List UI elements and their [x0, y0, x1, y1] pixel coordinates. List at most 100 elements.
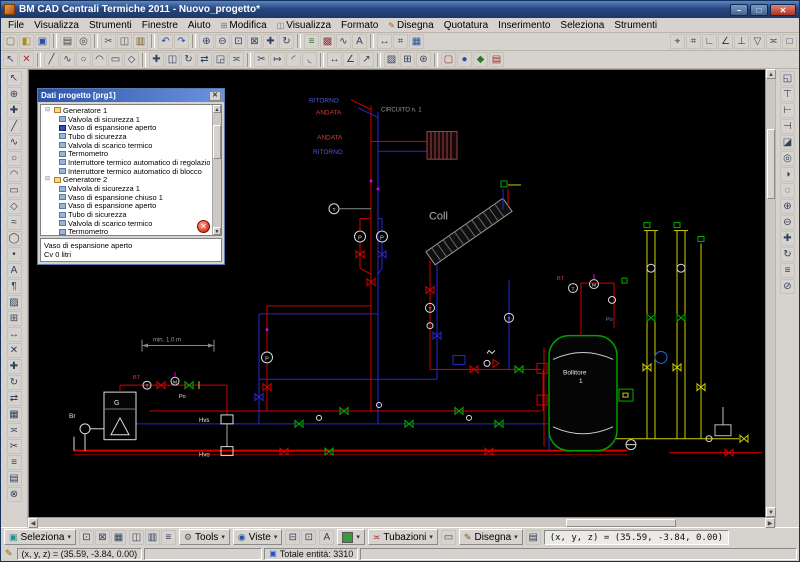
mirror-icon[interactable]: ⇄ — [7, 391, 22, 406]
tree-expander-icon[interactable]: ⊟ — [45, 107, 52, 114]
move-icon[interactable]: ✚ — [149, 52, 164, 67]
scroll-up-icon[interactable]: ▲ — [213, 105, 221, 113]
line-icon[interactable]: ╱ — [7, 119, 22, 134]
distance-icon[interactable]: ↔ — [377, 34, 392, 49]
viste-dropdown[interactable]: ◉Viste▾ — [233, 529, 282, 545]
zoom-window-icon[interactable]: ⊡ — [301, 530, 316, 545]
select-window-icon[interactable]: ⊡ — [79, 530, 94, 545]
menu-strumenti[interactable]: Strumenti — [84, 18, 137, 32]
tubazioni-dropdown[interactable]: ≍Tubazioni▾ — [368, 529, 438, 545]
dynamic-input-icon[interactable]: ▽ — [750, 34, 765, 49]
menu-aiuto[interactable]: Aiuto — [183, 18, 216, 32]
scale-icon[interactable]: ◲ — [213, 52, 228, 67]
tank-instruments[interactable] — [569, 274, 628, 303]
tree-item[interactable]: Tubo di sicurezza — [43, 132, 210, 141]
wireframe-icon[interactable]: ◌ — [780, 183, 795, 198]
polygon-icon[interactable]: ◇ — [124, 52, 139, 67]
copy-icon[interactable]: ◫ — [117, 34, 132, 49]
project-data-palette[interactable]: Dati progetto [prg1] ✕ ⊟Generatore 1Valv… — [37, 88, 225, 265]
zoom-icon[interactable]: ⊕ — [7, 87, 22, 102]
menu-finestre[interactable]: Finestre — [137, 18, 183, 32]
iso-view-icon[interactable]: ◪ — [780, 135, 795, 150]
top-view-icon[interactable]: ⊤ — [780, 87, 795, 102]
lineweight-icon[interactable]: ≍ — [766, 34, 781, 49]
save-file-icon[interactable]: ▣ — [35, 34, 50, 49]
trim-icon[interactable]: ✂ — [254, 52, 269, 67]
maximize-button[interactable]: □ — [750, 4, 768, 16]
radiator-symbol[interactable] — [427, 131, 457, 159]
layers-icon[interactable]: ▤ — [7, 471, 22, 486]
hatch-icon[interactable]: ▨ — [384, 52, 399, 67]
scroll-down-icon[interactable]: ▼ — [213, 227, 221, 235]
radiator-symbol-icon[interactable]: ▤ — [489, 52, 504, 67]
main-pipes[interactable] — [74, 369, 762, 454]
title-bar[interactable]: BM CAD Centrali Termiche 2011 - Nuovo_pr… — [1, 1, 799, 18]
explode-icon[interactable]: ⊛ — [416, 52, 431, 67]
active-layer-color-dropdown[interactable]: ▾ — [337, 529, 365, 545]
new-file-icon[interactable]: ▢ — [3, 34, 18, 49]
tree-item[interactable]: Termometro — [43, 149, 210, 158]
offset-icon[interactable]: ≍ — [7, 423, 22, 438]
zoom-in-icon[interactable]: ⊕ — [780, 199, 795, 214]
zoom-out-icon[interactable]: ⊖ — [215, 34, 230, 49]
component-tree[interactable]: ⊟Generatore 1Valvola di sicurezza 1Vaso … — [40, 104, 222, 236]
boiler-group[interactable] — [80, 340, 233, 456]
insert-block-icon[interactable]: ⊞ — [400, 52, 415, 67]
named-views-icon[interactable]: ◱ — [780, 71, 795, 86]
extend-icon[interactable]: ↦ — [270, 52, 285, 67]
menu-inserimento[interactable]: Inserimento — [493, 18, 555, 32]
menu-file[interactable]: File — [3, 18, 29, 32]
front-view-icon[interactable]: ⊢ — [780, 103, 795, 118]
pump-group[interactable] — [329, 204, 388, 286]
tree-item[interactable]: Interruttore termico automatico di regol… — [43, 158, 210, 167]
close-button[interactable]: ✕ — [770, 4, 796, 16]
tree-item[interactable]: Valvola di sicurezza 1 — [43, 115, 210, 124]
tree-item[interactable]: Tubo di sicurezza — [43, 210, 210, 219]
arc-icon[interactable]: ◠ — [92, 52, 107, 67]
copy-object-icon[interactable]: ◫ — [165, 52, 180, 67]
schematic-icon[interactable]: ▤ — [526, 530, 541, 545]
valve-symbol-icon[interactable]: ◆ — [473, 52, 488, 67]
scroll-left-icon[interactable]: ◀ — [28, 518, 38, 528]
paste-icon[interactable]: ▥ — [145, 530, 160, 545]
undo-icon[interactable]: ↶ — [158, 34, 173, 49]
print-icon[interactable]: ▤ — [60, 34, 75, 49]
leader-icon[interactable]: ↗ — [359, 52, 374, 67]
copy-icon[interactable]: ◫ — [129, 530, 144, 545]
layers-icon[interactable]: ≡ — [304, 34, 319, 49]
circle-icon[interactable]: ○ — [76, 52, 91, 67]
grid-icon[interactable]: ⌗ — [686, 34, 701, 49]
vertical-scroll-thumb[interactable] — [767, 129, 775, 199]
mtext-icon[interactable]: ¶ — [7, 279, 22, 294]
cut-icon[interactable]: ✂ — [101, 34, 116, 49]
select-pointer-icon[interactable]: ↖ — [7, 71, 22, 86]
menu-visualizza[interactable]: Visualizza — [29, 18, 84, 32]
options-icon[interactable]: ⊘ — [780, 279, 795, 294]
tree-item[interactable]: Termometro — [43, 228, 210, 236]
rotate-icon[interactable]: ↻ — [7, 375, 22, 390]
palette-title-bar[interactable]: Dati progetto [prg1] ✕ — [38, 89, 224, 102]
block-icon[interactable]: ⊞ — [7, 311, 22, 326]
erase-icon[interactable]: ✕ — [19, 52, 34, 67]
erase-icon[interactable]: ✕ — [7, 343, 22, 358]
pipe-segment-icon[interactable]: ▭ — [441, 530, 456, 545]
minimize-button[interactable]: – — [730, 4, 748, 16]
offset-icon[interactable]: ≍ — [229, 52, 244, 67]
ortho-icon[interactable]: ∟ — [702, 34, 717, 49]
zoom-previous-icon[interactable]: ⊟ — [285, 530, 300, 545]
vertical-scrollbar[interactable]: ▲ ▼ — [765, 69, 775, 517]
side-view-icon[interactable]: ⊣ — [780, 119, 795, 134]
zoom-window-icon[interactable]: ⊡ — [231, 34, 246, 49]
palette-close-button[interactable]: ✕ — [209, 91, 221, 101]
linetype-icon[interactable]: ∿ — [336, 34, 351, 49]
tree-item[interactable]: Valvola di scarico termico — [43, 141, 210, 150]
pump-symbol-icon[interactable]: ● — [457, 52, 472, 67]
move-icon[interactable]: ✚ — [7, 359, 22, 374]
redo-icon[interactable]: ↷ — [174, 34, 189, 49]
paste-icon[interactable]: ▥ — [133, 34, 148, 49]
tree-item[interactable]: Valvola di sicurezza 1 — [43, 184, 210, 193]
tree-item[interactable]: Vaso di espansione chiuso 1 — [43, 193, 210, 202]
polyline-icon[interactable]: ∿ — [7, 135, 22, 150]
tree-item[interactable]: Valvola di scarico termico — [43, 219, 210, 228]
pan-icon[interactable]: ✚ — [7, 103, 22, 118]
